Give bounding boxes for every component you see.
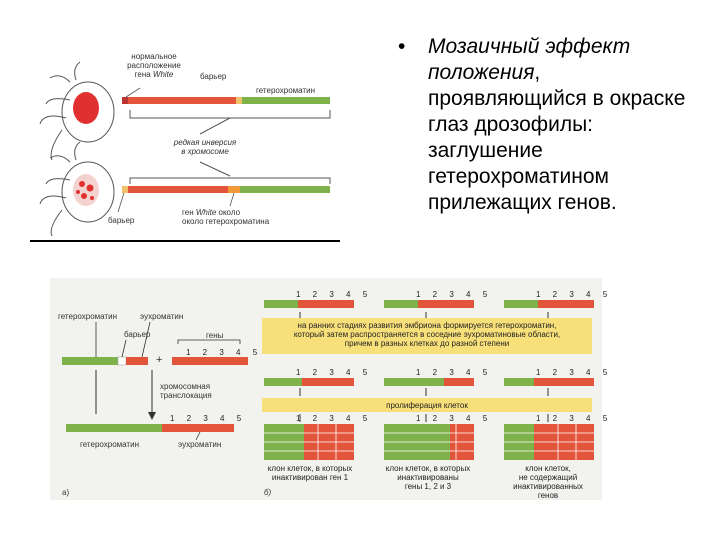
b-col1-gene-numbers-bottom: 1 2 3 4 5 (296, 414, 372, 423)
b-col1-gene-numbers-mid: 1 2 3 4 5 (296, 368, 372, 377)
a-label-barrier: барьер (124, 330, 150, 339)
b-col3-gene-numbers-bottom: 1 2 3 4 5 (536, 414, 612, 423)
a-label-euchromatin-bottom: эухроматин (178, 440, 221, 449)
b-col3-gene-numbers-mid: 1 2 3 4 5 (536, 368, 612, 377)
b-col3-gene-numbers-top: 1 2 3 4 5 (536, 290, 612, 299)
a-gene-numbers: 1 2 3 4 5 (186, 348, 262, 357)
a-result-euchromatin (162, 424, 234, 432)
b-clone2-caption: клон клеток, в которых инактивированы ге… (376, 464, 480, 491)
a-label-heterochromatin-bottom: гетерохроматин (80, 440, 139, 449)
b-col2-gene-numbers-mid: 1 2 3 4 5 (416, 368, 492, 377)
b-clone3-caption: клон клеток, не содержащий инактивирован… (496, 464, 600, 500)
b-column-2 (384, 300, 474, 460)
a-heterochromatin-block (62, 357, 120, 365)
a-pointer-barrier (122, 340, 126, 357)
a-plus-sign: + (156, 356, 162, 365)
b-col2-gene-numbers-bottom: 1 2 3 4 5 (416, 414, 492, 423)
a-genes-block (172, 357, 248, 365)
a-label-translocation: хромосомная транслокация (160, 382, 212, 400)
b-col1-gene-numbers-top: 1 2 3 4 5 (296, 290, 372, 299)
a-pointer-euchromatin (142, 322, 150, 357)
b-col2-gene-numbers-top: 1 2 3 4 5 (416, 290, 492, 299)
b-column-3 (504, 300, 594, 460)
a-genes-bracket (178, 340, 240, 344)
a-label-euchromatin: эухроматин (140, 312, 183, 321)
a-result-pointer-euchromatin (196, 432, 200, 440)
a-result-heterochromatin (66, 424, 162, 432)
a-label-heterochromatin: гетерохроматин (58, 312, 117, 321)
a-barrier-block (118, 357, 126, 365)
b-clone1-caption: клон клеток, в которых инактивирован ген… (258, 464, 362, 482)
a-label-genes: гены (206, 331, 223, 340)
panel-a-label: а) (62, 488, 69, 497)
a-result-gene-numbers: 1 2 3 4 5 (170, 414, 246, 423)
a-euchromatin-block (126, 357, 148, 365)
panel-b-label: б) (264, 488, 271, 497)
a-translocation-arrowhead (148, 412, 156, 420)
b-column-1 (264, 300, 354, 460)
